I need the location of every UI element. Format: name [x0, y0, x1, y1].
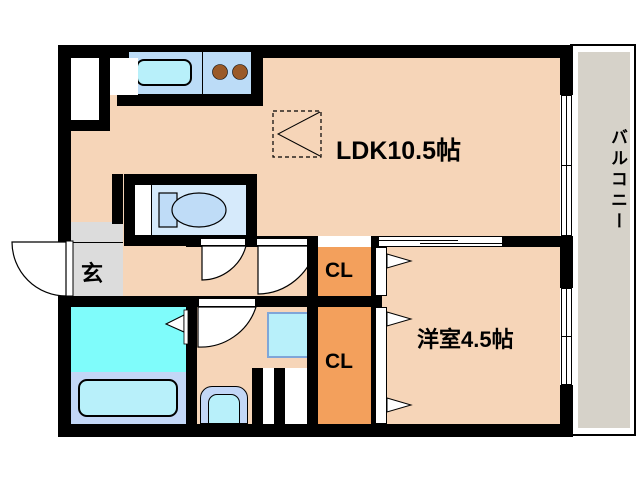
- closet-door-upper[interactable]: [375, 247, 387, 296]
- bottom-alcove: [285, 379, 307, 424]
- bathroom-door[interactable]: [164, 309, 189, 345]
- bedroom-sliding-rail-1: [378, 240, 458, 241]
- ceiling-vent-marker: [272, 110, 322, 158]
- wall-bottom: [58, 424, 573, 437]
- wall-alcove-bottom: [58, 120, 110, 131]
- wall-right-upper: [560, 45, 573, 95]
- wall-hall-top: [186, 236, 318, 247]
- wall-right-mid: [560, 236, 573, 288]
- washer-space: [71, 58, 99, 120]
- washroom-door-frame: [198, 298, 256, 307]
- kitchen-counter-divider: [202, 51, 203, 95]
- bath-area-upper: [71, 307, 186, 372]
- wall-toilet-left: [124, 174, 135, 246]
- washroom-cabinet: [267, 312, 311, 358]
- hall-door-left-frame: [200, 238, 246, 246]
- closet-lower: [318, 307, 371, 424]
- balcony-window-lower-tick: [561, 336, 572, 337]
- wall-alcove-bottom-center: [274, 368, 285, 424]
- balcony-outline: [570, 44, 636, 436]
- entrance-door[interactable]: [10, 240, 74, 299]
- wall-bath-top: [58, 296, 197, 307]
- washroom-door[interactable]: [196, 306, 258, 349]
- wall-right-lower: [560, 385, 573, 437]
- wall-closet-divider: [307, 296, 382, 307]
- closet-open-arrow-2: [386, 311, 413, 327]
- toilet-bowl: [158, 192, 227, 228]
- bathtub: [78, 379, 178, 417]
- bedroom-sliding-door[interactable]: [378, 236, 503, 247]
- entrance-step: [71, 222, 123, 243]
- toilet-side-alcove: [135, 185, 152, 235]
- balcony-label: バルコニー: [608, 128, 627, 233]
- entrance-label: 玄: [81, 261, 104, 286]
- wash-basin-bowl: [208, 394, 240, 424]
- entrance-floor: [71, 243, 123, 296]
- wall-closet-outer-left: [307, 236, 318, 296]
- wall-toilet-right: [246, 174, 257, 246]
- wall-toilet-top: [124, 174, 257, 185]
- closet-lower-label: CL: [325, 350, 353, 373]
- wall-washroom-right-lower: [252, 368, 263, 424]
- closet-upper-label: CL: [325, 259, 353, 282]
- closet-open-arrow-1: [386, 253, 413, 269]
- balcony-area: [578, 52, 630, 428]
- wall-kitchen-bottom: [117, 95, 252, 106]
- wall-entrance-right: [112, 174, 123, 224]
- storage-alcove: [110, 58, 138, 95]
- wall-bath-right: [186, 296, 197, 424]
- closet-upper: [318, 247, 371, 296]
- closet-open-arrow-3: [386, 397, 413, 413]
- wall-closet-left-lower: [307, 368, 318, 424]
- closet-door-lower[interactable]: [375, 307, 387, 424]
- wall-washroom-right-upper: [307, 296, 318, 368]
- wall-left-upper: [58, 45, 71, 243]
- wall-kitchen-right: [252, 45, 263, 106]
- ldk-label: LDK10.5帖: [336, 137, 462, 165]
- stove-burners: [212, 64, 248, 80]
- hall-door-right-frame: [256, 238, 312, 246]
- bedroom-label: 洋室4.5帖: [417, 327, 514, 352]
- bedroom-floor: [375, 246, 560, 424]
- kitchen-sink: [136, 59, 192, 86]
- wall-closet-right: [371, 247, 375, 424]
- wall-alcove-divider: [99, 58, 110, 120]
- bedroom-sliding-rail-2: [420, 243, 503, 244]
- balcony-window-upper-tick: [561, 165, 572, 166]
- wall-left-lower: [58, 296, 71, 437]
- hall-door-left[interactable]: [200, 245, 248, 282]
